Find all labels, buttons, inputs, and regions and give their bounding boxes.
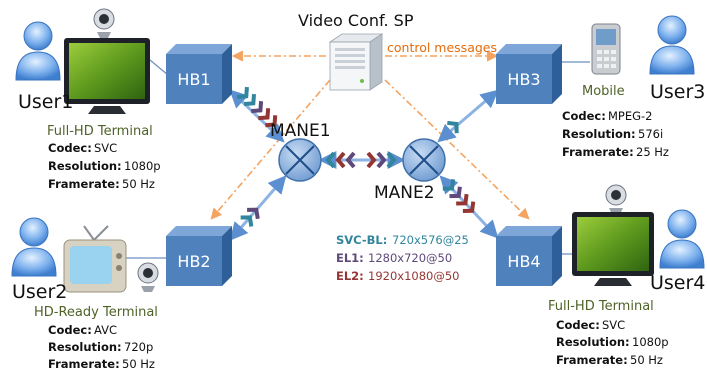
network-links [229,89,499,241]
stream-mane2-hb4 [442,179,476,213]
user4-framerate-value: 50 Hz [630,353,663,367]
hub-hb1: HB1 [166,44,232,104]
hub-hb3: HB3 [496,44,562,104]
legend-svc-bl-value: 720x576@25 [392,233,469,247]
legend-el2-key: EL2: [336,269,364,283]
user4-terminal-type: Full-HD Terminal [548,299,654,314]
control-arrows [210,50,530,220]
layer-legend: SVC-BL: 720x576@25 EL1: 1280x720@50 EL2:… [336,233,469,283]
server-icon [328,33,384,91]
service-provider-title: Video Conf. SP [298,11,414,30]
hub-hb4-label: HB4 [507,252,540,271]
hub-hb1-label: HB1 [177,70,210,89]
user4-resolution-value: 1080p [632,335,669,349]
legend-svc-bl-key: SVC-BL: [336,233,387,247]
hub-hb3-label: HB3 [507,70,540,89]
user2-resolution-key: Resolution: [48,340,122,354]
hub-hb2: HB2 [166,226,232,286]
user1-framerate-value: 50 Hz [122,177,155,191]
user2-framerate-key: Framerate: [48,357,120,371]
user4-codec-key: Codec: [556,318,600,332]
user2-terminal-type: HD-Ready Terminal [34,305,158,320]
user2-person-icon [11,217,57,277]
user1-codec-key: Codec: [48,141,92,155]
stream-hb1-mane1 [236,86,278,128]
user2-codec-value: AVC [94,323,117,337]
user4-webcam-icon [605,184,627,214]
user2-codec-key: Codec: [48,323,92,337]
user3-person-icon [649,15,695,75]
user1-terminal-type: Full-HD Terminal [47,124,153,139]
user1-codec-value: SVC [94,141,117,155]
user3-framerate-key: Framerate: [562,145,634,159]
hub-hb2-label: HB2 [177,252,210,271]
user3-label: User3 [650,81,705,103]
user1-label: User1 [18,91,73,113]
user1-resolution-key: Resolution: [48,159,122,173]
user3-codec-value: MPEG-2 [608,109,653,123]
user3-framerate-value: 25 Hz [636,145,669,159]
mane2-router [402,138,446,182]
user2-framerate-value: 50 Hz [122,357,155,371]
user1-specs: Codec: SVC Resolution: 1080p Framerate: … [48,141,161,191]
user2-tv-icon [63,225,127,293]
user4-codec-value: SVC [602,318,625,332]
user3-resolution-key: Resolution: [562,127,636,141]
link-hb1-mane1 [229,89,285,143]
user4-label: User4 [650,272,705,294]
user1-resolution-value: 1080p [124,159,161,173]
user1-person-icon [15,21,61,81]
mane1-router [278,138,322,182]
hub-hb4: HB4 [496,226,562,286]
control-arrow-hb4 [384,79,530,220]
user2-label: User2 [12,281,67,303]
user4-specs: Codec: SVC Resolution: 1080p Framerate: … [556,318,669,367]
terminal-links [122,59,590,259]
mane2-label: MANE2 [374,183,435,203]
user4-person-icon [659,209,705,269]
user2-webcam-icon [137,262,159,292]
link-mane2-hb3 [437,89,499,143]
link-user1-hb1 [149,59,169,76]
user1-webcam-icon [93,8,115,38]
user1-monitor-icon [64,38,150,114]
legend-el1-value: 1280x720@50 [368,251,452,265]
stream-mane1-mane2 [325,151,397,169]
legend-el2-value: 1920x1080@50 [368,269,459,283]
layer-stream-chevrons [236,86,476,227]
user4-resolution-key: Resolution: [556,335,630,349]
mane1-label: MANE1 [270,121,331,141]
user2-resolution-value: 720p [124,340,153,354]
user3-specs: Codec: MPEG-2 Resolution: 576i Framerate… [562,109,669,159]
user3-resolution-value: 576i [638,127,663,141]
user3-codec-key: Codec: [562,109,606,123]
legend-el1-key: EL1: [336,251,364,265]
user3-terminal-type: Mobile [582,84,625,99]
user4-monitor-icon [572,212,654,286]
user3-phone-icon [591,23,621,75]
control-messages-label: control messages [387,40,497,55]
stream-mane2-hb3 [447,120,459,134]
stream-hb2-mane1 [240,207,260,227]
user1-framerate-key: Framerate: [48,177,120,191]
user4-framerate-key: Framerate: [556,353,628,367]
user2-specs: Codec: AVC Resolution: 720p Framerate: 5… [48,323,155,371]
